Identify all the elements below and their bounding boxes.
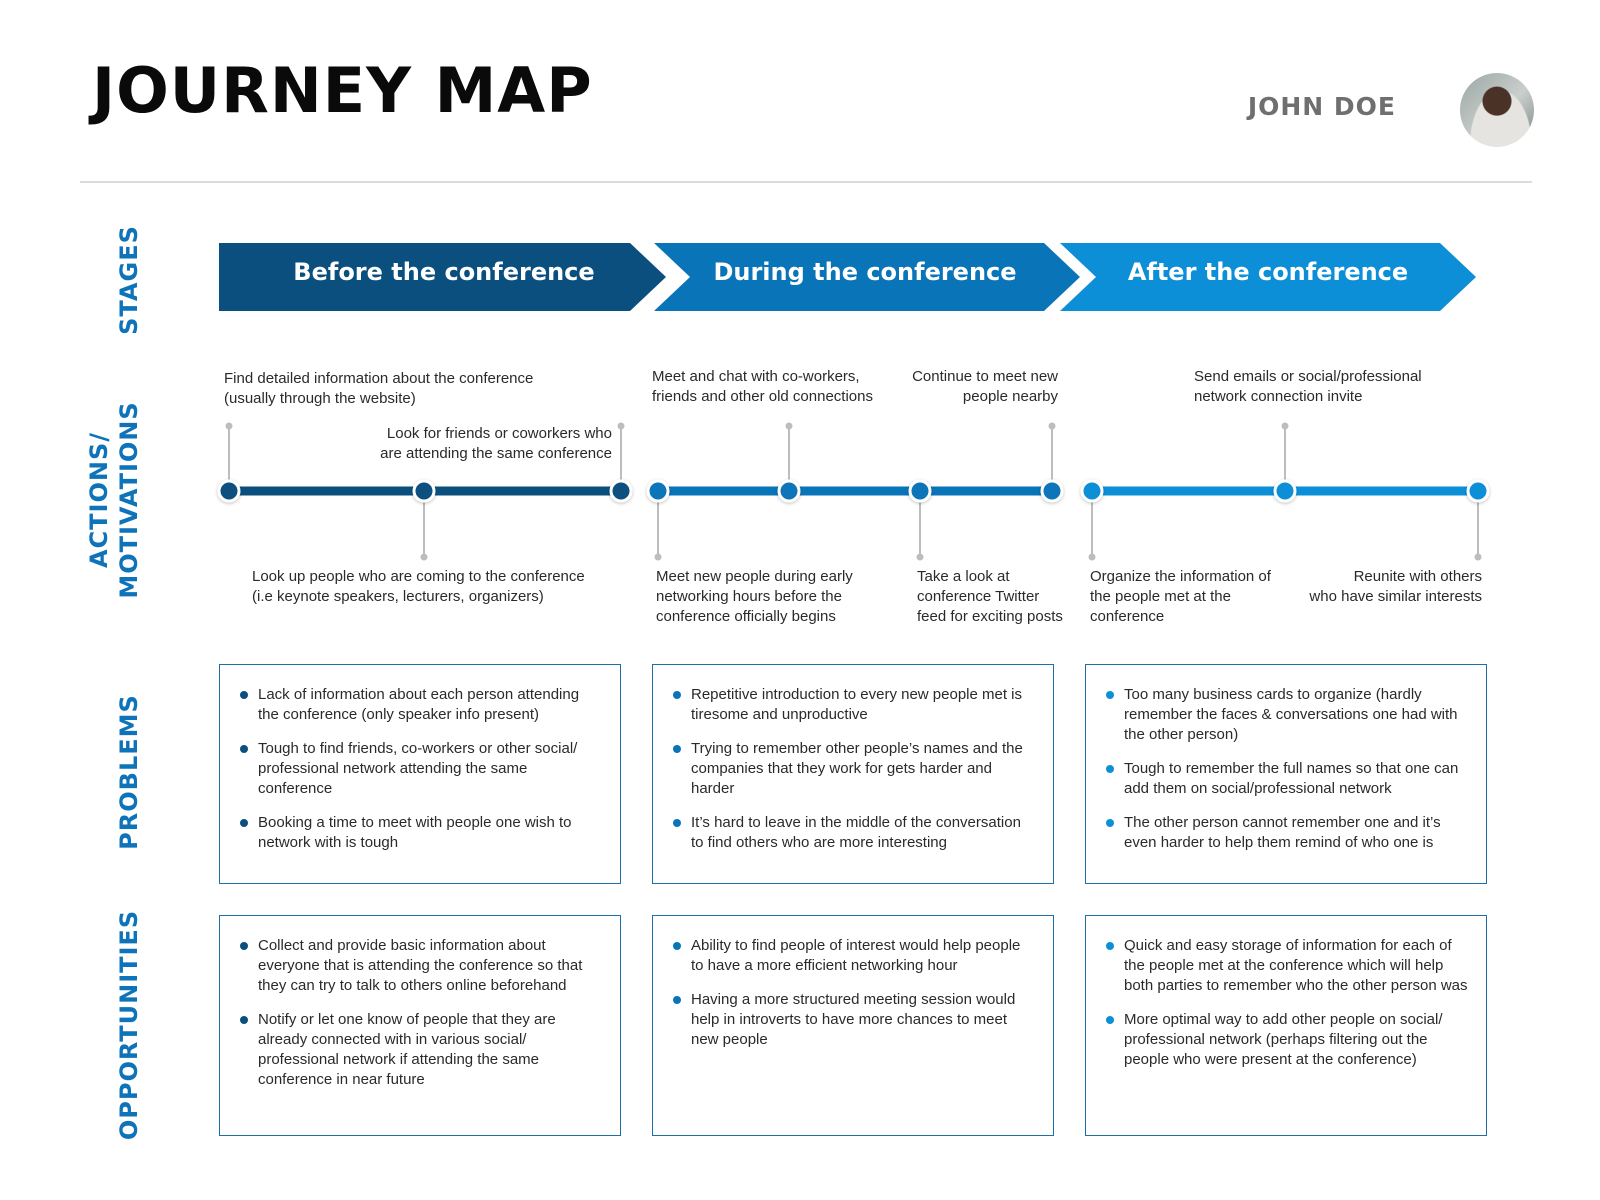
list-item: Collect and provide basic information ab… <box>238 936 602 996</box>
opportunities-box-during: Ability to find people of interest would… <box>652 915 1054 1136</box>
problems-box-during: Repetitive introduction to every new peo… <box>652 664 1054 884</box>
list-item: The other person cannot remember one and… <box>1104 813 1468 853</box>
action-text: Meet and chat with co-workers,friends an… <box>652 367 873 407</box>
stage-label-during: During the conference <box>713 258 1016 286</box>
list-item: More optimal way to add other people on … <box>1104 1010 1468 1070</box>
problems-box-after: Too many business cards to organize (har… <box>1085 664 1487 884</box>
list-item: Trying to remember other people’s names … <box>671 739 1035 799</box>
action-text: Look up people who are coming to the con… <box>252 567 585 607</box>
list-item: Quick and easy storage of information fo… <box>1104 936 1468 996</box>
list-item: Having a more structured meeting session… <box>671 990 1035 1050</box>
list-item: Notify or let one know of people that th… <box>238 1010 602 1090</box>
list-item: Tough to remember the full names so that… <box>1104 759 1468 799</box>
problems-box-before: Lack of information about each person at… <box>219 664 621 884</box>
list-item: Repetitive introduction to every new peo… <box>671 685 1035 725</box>
list-item: Too many business cards to organize (har… <box>1104 685 1468 745</box>
opportunities-box-before: Collect and provide basic information ab… <box>219 915 621 1136</box>
action-text: Find detailed information about the conf… <box>224 369 533 409</box>
list-item: Lack of information about each person at… <box>238 685 602 725</box>
stage-label-after: After the conference <box>1128 258 1408 286</box>
list-item: Booking a time to meet with people one w… <box>238 813 602 853</box>
list-item: It’s hard to leave in the middle of the … <box>671 813 1035 853</box>
list-item: Tough to find friends, co-workers or oth… <box>238 739 602 799</box>
stage-label-before: Before the conference <box>293 258 594 286</box>
list-item: Ability to find people of interest would… <box>671 936 1035 976</box>
opportunities-box-after: Quick and easy storage of information fo… <box>1085 915 1487 1136</box>
